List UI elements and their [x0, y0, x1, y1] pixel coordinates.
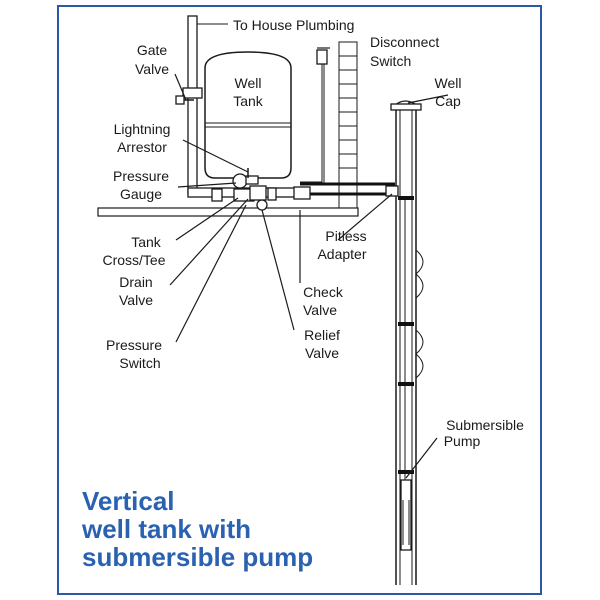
label-submersible-pump-2: Pump: [444, 433, 481, 449]
title-line-2: well tank with: [81, 514, 251, 544]
label-lightning-arrestor-1: Lightning: [114, 121, 171, 137]
label-gate-valve-2: Valve: [135, 61, 169, 77]
diagram-title: Vertical well tank with submersible pump: [81, 486, 313, 572]
label-gate-valve-1: Gate: [137, 42, 168, 58]
wall-column: [338, 41, 358, 215]
label-check-valve-2: Valve: [303, 302, 337, 318]
label-house-plumbing: To House Plumbing: [233, 17, 354, 33]
label-well-tank-2: Tank: [233, 93, 264, 109]
label-relief-valve-1: Relief: [304, 327, 340, 343]
pitless-adapter-icon: [385, 185, 399, 197]
label-pressure-switch-1: Pressure: [106, 337, 162, 353]
label-drain-valve-1: Drain: [119, 274, 152, 290]
label-drain-valve-2: Valve: [119, 292, 153, 308]
label-pressure-gauge-1: Pressure: [113, 168, 169, 184]
check-valve-icon: [293, 186, 311, 200]
label-well-cap-2: Cap: [435, 93, 461, 109]
label-disconnect-switch-1: Disconnect: [370, 34, 439, 50]
well-tank: [204, 51, 292, 179]
label-well-cap-1: Well: [435, 75, 462, 91]
disconnect-switch-icon: [300, 49, 328, 185]
label-pressure-switch-2: Switch: [119, 355, 160, 371]
label-relief-valve-2: Valve: [305, 345, 339, 361]
label-check-valve-1: Check: [303, 284, 344, 300]
label-tank-cross-tee-2: Cross/Tee: [102, 252, 165, 268]
title-line-1: Vertical: [82, 486, 175, 516]
label-pitless-adapter-2: Adapter: [317, 246, 366, 262]
title-line-3: submersible pump: [82, 542, 313, 572]
leader-lines: [169, 47, 449, 479]
floor-slab: [97, 207, 359, 217]
label-pitless-adapter-1: Pitless: [325, 228, 366, 244]
tank-fittings-cluster: [211, 168, 277, 211]
label-disconnect-switch-2: Switch: [370, 53, 411, 69]
label-lightning-arrestor-2: Arrestor: [117, 139, 167, 155]
pressure-gauge-icon: [232, 173, 248, 189]
well-casing: [390, 100, 424, 585]
label-submersible-pump-1: Submersible: [446, 417, 524, 433]
label-tank-cross-tee-1: Tank: [131, 234, 162, 250]
submersible-pump-icon: [400, 479, 412, 551]
diagram-border: [57, 5, 542, 595]
label-well-tank-1: Well: [235, 75, 262, 91]
label-pressure-gauge-2: Gauge: [120, 186, 162, 202]
